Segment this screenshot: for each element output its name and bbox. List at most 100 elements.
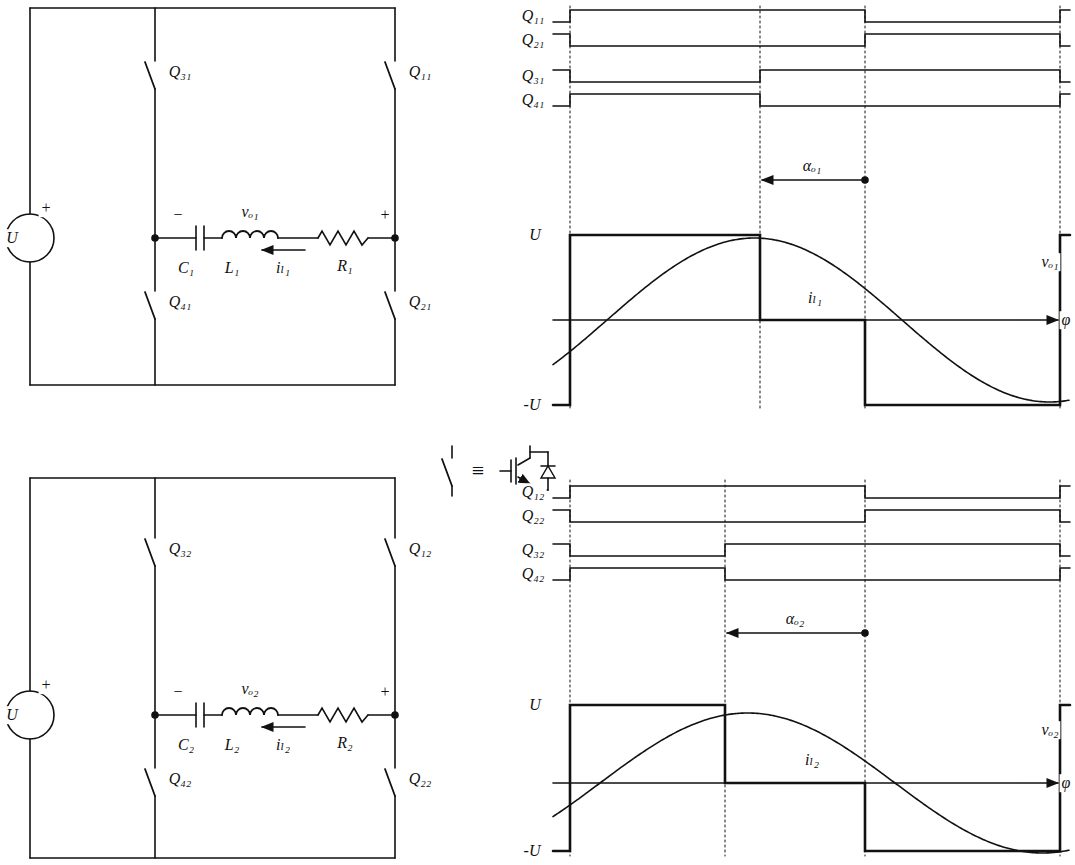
waveform-label: αₒ₂ <box>784 610 807 628</box>
waveform-label: Q₃₁ <box>520 67 547 85</box>
switch-blade <box>442 459 452 486</box>
circuit-label: L₂ <box>223 736 241 754</box>
output-voltage <box>553 705 1070 851</box>
waveform-label: φ <box>1060 311 1073 329</box>
switch-blade <box>385 62 395 89</box>
wire <box>394 566 396 768</box>
circuit-label: − <box>171 683 186 701</box>
circuit-label: Q₂₂ <box>407 770 434 788</box>
circuit-label: vₒ₂ <box>239 680 260 698</box>
wire <box>154 89 156 291</box>
capacitor-plate <box>195 703 197 727</box>
circuit-label: + <box>39 676 54 694</box>
switch-blade <box>385 769 395 796</box>
diode-symbol <box>541 466 555 478</box>
wire <box>154 478 156 538</box>
dotted-guide <box>760 6 761 408</box>
waveform-label: iₗ₁ <box>806 289 824 307</box>
igbt-symbol <box>515 458 517 484</box>
waveform-label: Q₄₁ <box>520 91 547 109</box>
switch-symbol <box>451 486 453 496</box>
circuit-label: U <box>4 229 20 247</box>
wire <box>29 739 31 858</box>
switch-blade <box>145 292 155 319</box>
circuit-label: + <box>39 199 54 217</box>
current-arrow <box>262 726 305 728</box>
waveform-label: U <box>527 696 543 714</box>
resistor-symbol <box>318 231 368 245</box>
wire <box>278 237 318 239</box>
wire <box>30 7 395 9</box>
circuit-label: Q₁₂ <box>407 540 434 558</box>
waveform-label: Q₄₂ <box>520 565 547 583</box>
waveform-label: αₒ₁ <box>801 157 824 175</box>
wire <box>204 237 222 239</box>
waveform-label: vₒ₁ <box>1039 253 1060 271</box>
circuit-label: C₂ <box>176 736 196 754</box>
circuit-label: U <box>4 706 20 724</box>
diode-symbol <box>530 451 548 453</box>
igbt-symbol <box>518 458 530 465</box>
waveform-label: Q₁₁ <box>520 7 547 25</box>
diode-symbol <box>547 452 549 466</box>
output-voltage <box>553 235 1070 405</box>
inductor-coil <box>222 708 278 715</box>
wire <box>155 237 196 239</box>
waveform-label: vₒ₂ <box>1039 721 1060 739</box>
wire <box>368 237 395 239</box>
gate-signal <box>553 34 1070 46</box>
wire <box>278 714 318 716</box>
wire <box>29 8 31 214</box>
resistor-symbol <box>318 708 368 722</box>
load-current <box>553 238 1069 402</box>
load-current <box>553 713 1069 853</box>
switch-blade <box>145 62 155 89</box>
circuit-label: Q₄₁ <box>167 293 194 311</box>
gate-signal <box>553 486 1070 498</box>
dotted-guide <box>725 480 726 856</box>
circuit-label: Q₃₂ <box>167 540 194 558</box>
wire <box>368 714 395 716</box>
wire <box>154 566 156 768</box>
circuit-label: L₁ <box>223 259 241 277</box>
alpha-arrow <box>762 179 865 181</box>
wire <box>30 857 395 859</box>
switch-blade <box>145 539 155 566</box>
wire <box>154 796 156 858</box>
inductor-coil <box>222 231 278 238</box>
switch-blade <box>385 292 395 319</box>
alpha-arrow <box>727 632 865 634</box>
circuit-label: + <box>378 683 393 701</box>
diode-symbol <box>541 465 555 467</box>
junction-dot <box>862 630 868 636</box>
waveform-label: -U <box>522 842 543 860</box>
gate-signal <box>553 544 1070 556</box>
waveform-label: Q₂₁ <box>520 31 547 49</box>
junction-dot <box>862 177 868 183</box>
waveform-label: Q₂₂ <box>520 507 547 525</box>
waveform-label: φ <box>1060 774 1073 792</box>
wire <box>29 478 31 691</box>
wire <box>394 796 396 858</box>
wire <box>394 478 396 538</box>
waveform-label: -U <box>522 396 543 414</box>
wire <box>30 384 395 386</box>
wire <box>394 89 396 291</box>
capacitor-plate <box>195 226 197 250</box>
circuit-label: iₗ₂ <box>274 736 292 754</box>
circuit-label: R₁ <box>335 257 354 275</box>
wire <box>155 714 196 716</box>
wire <box>204 714 222 716</box>
switch-symbol <box>451 446 453 458</box>
circuit-label: iₗ₁ <box>274 259 292 277</box>
circuit-label: Q₁₁ <box>407 63 434 81</box>
waveform-label: iₗ₂ <box>803 751 821 769</box>
wire <box>394 319 396 385</box>
diode-symbol <box>547 478 549 490</box>
gate-signal <box>553 70 1070 82</box>
circuit-label: vₒ₁ <box>239 203 260 221</box>
wire <box>29 262 31 385</box>
waveform-label: U <box>527 226 543 244</box>
igbt-symbol <box>500 470 511 472</box>
